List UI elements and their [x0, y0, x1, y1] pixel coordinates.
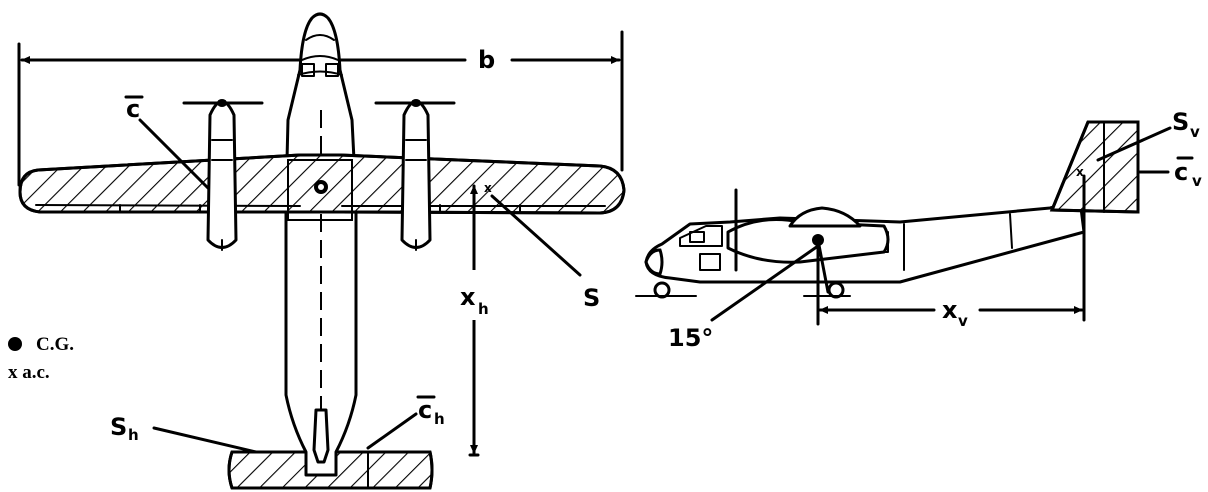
top-view: b	[17, 12, 626, 490]
htail-area-leader	[152, 426, 258, 454]
left-engine	[182, 99, 264, 251]
legend: C.G. x a.c.	[8, 334, 74, 383]
vtail-area-label: S	[1172, 108, 1189, 136]
span-label: b	[478, 46, 495, 74]
legend-cg-symbol	[8, 337, 22, 351]
htail-area-label: S	[110, 413, 127, 441]
legend-ac-label: x a.c.	[8, 362, 50, 383]
htail-area-sub: h	[128, 426, 139, 444]
legend-cg-label: C.G.	[36, 334, 74, 355]
tail-arm-sub: h	[478, 300, 489, 318]
vtail-chord-label: c	[1174, 158, 1188, 186]
vtail-chord-sub: v	[1192, 172, 1202, 190]
vtail-area-sub: v	[1190, 123, 1200, 141]
right-engine	[374, 99, 456, 251]
wing-area-label: S	[583, 284, 600, 312]
wing-chord-label: c	[126, 95, 140, 123]
wing-chord-leader	[138, 118, 210, 190]
htail-chord-leader	[366, 412, 418, 450]
ac-marker: x	[484, 181, 492, 195]
angle-label: 15°	[668, 324, 713, 352]
vtail-area-leader	[1096, 126, 1172, 162]
tail-arm-label: x	[460, 283, 476, 311]
side-view: x S v c v x v 15°	[635, 108, 1202, 352]
vertical-tail-hatch	[1049, 120, 1140, 214]
vtail-arm-sub: v	[958, 312, 968, 330]
htail-chord-label: c	[418, 396, 432, 424]
vtail-arm-label: x	[942, 296, 958, 324]
wing-area-leader	[490, 194, 582, 277]
angle-leader	[710, 244, 820, 322]
htail-chord-sub: h	[434, 410, 445, 428]
svg-text:x: x	[1076, 165, 1084, 179]
